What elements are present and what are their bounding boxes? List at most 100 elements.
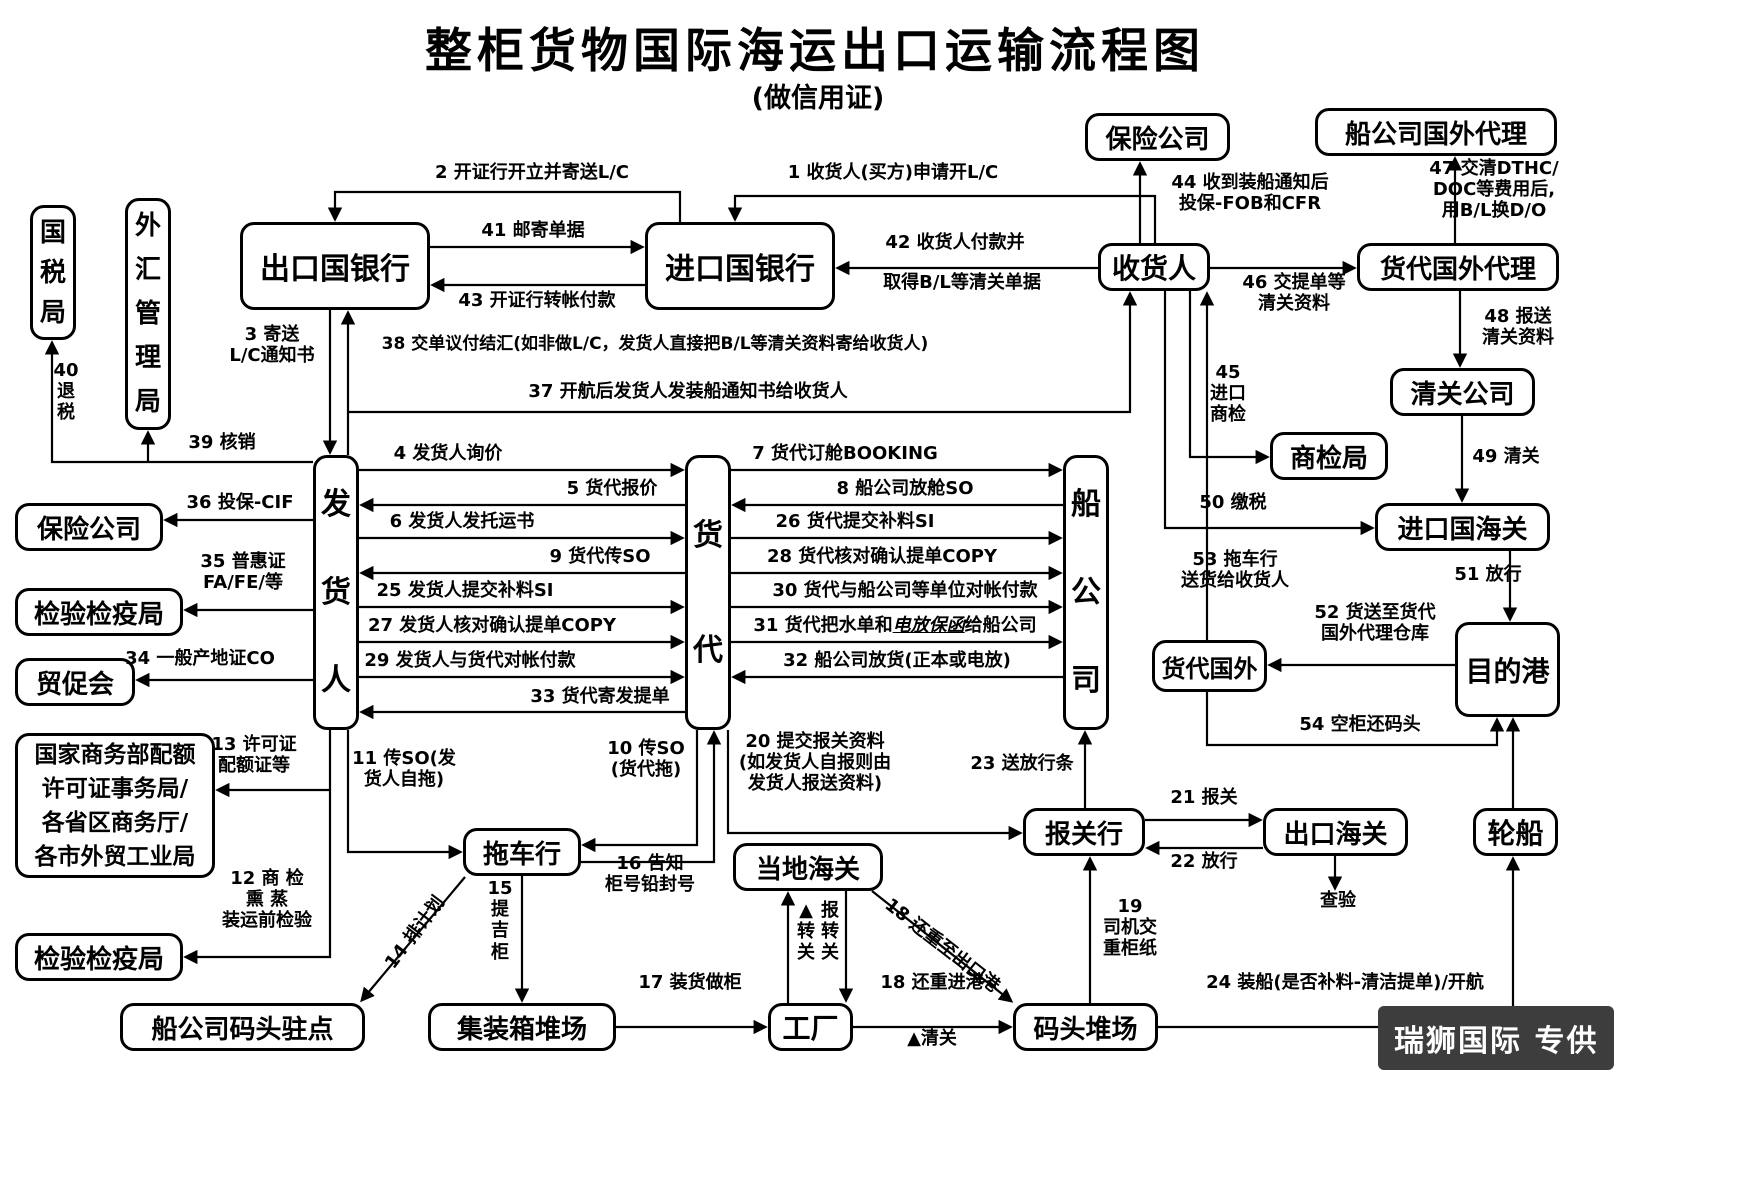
label-flow-45: 45 进口 商检 — [1210, 362, 1246, 426]
label-flow-17: 17 装货做柜 — [638, 972, 742, 993]
node-carrier-foreign-agent: 船公司国外代理 — [1315, 108, 1557, 156]
node-moc-quota-office: 国家商务部配额 许可证事务局/ 各省区商务厅/ 各市外贸工业局 — [15, 733, 215, 878]
label-flow-43: 43 开证行转帐付款 — [458, 290, 616, 311]
label-flow-50: 50 缴税 — [1199, 492, 1267, 513]
arrow-15 — [44, 340, 313, 464]
node-inspection-bottom: 检验检疫局 — [15, 933, 183, 981]
label-flow-38: 38 交单议付结汇(如非做L/C，发货人直接把B/L等清关资料寄给收货人) — [381, 334, 929, 354]
label-flow-15: 15 提 吉 柜 — [487, 878, 513, 963]
label-flow-42b: 取得B/L等清关单据 — [883, 272, 1041, 293]
arrow-36 — [183, 730, 332, 965]
node-export-bank: 出口国银行 — [240, 222, 430, 310]
node-forwarder-foreign: 货代国外 — [1152, 640, 1267, 692]
label-flow-32: 32 船公司放货(正本或电放) — [783, 650, 1011, 671]
node-carrier: 船 公 司 — [1063, 455, 1109, 730]
label-flow-13: 13 许可证 配额证等 — [211, 734, 297, 777]
node-insurance-left: 保险公司 — [15, 503, 163, 551]
label-flow-39: 39 核销 — [188, 432, 256, 453]
node-consignee: 收货人 — [1098, 243, 1210, 291]
label-flow-30: 30 货代与船公司等单位对帐付款 — [772, 580, 1038, 601]
label-flow-54: 54 空柜还码头 — [1299, 714, 1421, 735]
label-flow-3: 3 寄送 L/C通知书 — [229, 324, 315, 367]
node-shipper: 发 货 人 — [313, 455, 359, 730]
node-waihui-admin: 外 汇 管 理 局 — [125, 198, 171, 430]
label-flow-31-part-1: 电放保函 — [892, 615, 965, 636]
node-guoshuiju: 国 税 局 — [30, 205, 76, 340]
label-flow-36: 36 投保-CIF — [186, 492, 294, 513]
label-flow-40: 40 退 税 — [53, 360, 79, 424]
label-note-zhuanguan: ▲ 转 关 — [797, 900, 815, 964]
label-flow-28: 28 货代核对确认提单COPY — [766, 546, 998, 567]
label-flow-27: 27 发货人核对确认提单COPY — [367, 615, 617, 636]
node-local-customs: 当地海关 — [733, 843, 883, 891]
arrow-55 — [360, 876, 466, 1003]
label-flow-26: 26 货代提交补料SI — [775, 511, 935, 532]
node-customs-broker: 报关行 — [1023, 808, 1145, 856]
node-destination-port: 目的港 — [1455, 622, 1560, 717]
page-subtitle: (做信用证) — [751, 83, 885, 114]
watermark-badge: 瑞狮国际 专供 — [1378, 1006, 1615, 1070]
label-flow-6: 6 发货人发托运书 — [389, 511, 535, 532]
node-factory: 工厂 — [768, 1003, 853, 1051]
label-flow-42a: 42 收货人付款并 — [885, 232, 1025, 253]
label-flow-22: 22 放行 — [1170, 851, 1238, 872]
label-flow-49: 49 清关 — [1472, 446, 1540, 467]
node-container-yard: 集装箱堆场 — [428, 1003, 616, 1051]
arrow-1 — [327, 190, 682, 222]
arrow-38 — [581, 730, 699, 853]
label-flow-4: 4 发货人询价 — [393, 443, 503, 464]
node-maocuhui: 贸促会 — [15, 658, 135, 706]
label-flow-52: 52 货送至货代 国外代理仓库 — [1314, 602, 1436, 645]
arrow-50 — [1205, 692, 1505, 747]
label-flow-23: 23 送放行条 — [970, 753, 1074, 774]
label-flow-33: 33 货代寄发提单 — [530, 686, 670, 707]
arrow-14 — [348, 291, 1138, 414]
node-dock-yard: 码头堆场 — [1013, 1003, 1158, 1051]
label-flow-35: 35 普惠证 FA/FE/等 — [200, 551, 286, 594]
arrow-37 — [346, 730, 463, 860]
label-flow-53: 53 拖车行 送货给收货人 — [1181, 549, 1289, 592]
label-note-baozhuanguan: 报 转 关 — [821, 900, 839, 964]
label-flow-46: 46 交提单等 清关资料 — [1242, 272, 1346, 315]
label-note-qingguan: ▲清关 — [907, 1028, 957, 1049]
label-flow-25: 25 发货人提交补料SI — [376, 580, 554, 601]
label-flow-1: 1 收货人(买方)申请开L/C — [787, 162, 999, 183]
label-flow-47: 47 交清DTHC/ DOC等费用后, 用B/L换D/O — [1429, 158, 1559, 222]
arrow-39 — [581, 730, 722, 864]
label-flow-31-part-0: 31 货代把水单和 — [753, 615, 893, 636]
node-trucking: 拖车行 — [463, 828, 581, 876]
label-flow-51: 51 放行 — [1454, 564, 1522, 585]
label-flow-8: 8 船公司放舱SO — [836, 478, 974, 499]
arrow-53 — [1188, 291, 1270, 465]
node-vessel: 轮船 — [1473, 808, 1558, 856]
label-flow-31-part-2: 给船公司 — [964, 615, 1037, 636]
label-flow-20: 20 提交报关资料 (如发货人自报则由 发货人报送资料) — [738, 731, 892, 795]
label-flow-44: 44 收到装船通知后 投保-FOB和CFR — [1171, 172, 1329, 215]
arrow-56 — [871, 890, 1014, 1003]
label-note-chayan: 查验 — [1320, 890, 1356, 911]
label-flow-29: 29 发货人与货代对帐付款 — [364, 650, 576, 671]
label-flow-31: 31 货代把水单和电放保函给船公司 — [753, 615, 1036, 636]
node-shangjianju: 商检局 — [1270, 432, 1388, 480]
label-flow-16: 16 告知 柜号铅封号 — [605, 853, 695, 896]
label-flow-2: 2 开证行开立并寄送L/C — [434, 162, 630, 183]
node-export-customs: 出口海关 — [1263, 808, 1408, 856]
arrow-40 — [726, 730, 1023, 841]
label-flow-48: 48 报送 清关资料 — [1482, 306, 1554, 349]
node-import-bank: 进口国银行 — [645, 222, 835, 310]
page-title: 整柜货物国际海运出口运输流程图 — [425, 24, 1205, 79]
label-flow-37: 37 开航后发货人发装船通知书给收货人 — [528, 381, 848, 402]
node-forwarder-foreign-agent: 货代国外代理 — [1357, 243, 1559, 291]
node-insurance-top: 保险公司 — [1085, 113, 1230, 161]
label-flow-9: 9 货代传SO — [549, 546, 651, 567]
label-flow-19: 19 司机交 重柜纸 — [1103, 896, 1157, 960]
label-flow-12: 12 商 检 熏 蒸 装运前检验 — [222, 868, 312, 932]
label-flow-24: 24 装船(是否补料-清洁提单)/开航 — [1206, 972, 1484, 993]
label-flow-10: 10 传SO (货代拖) — [607, 738, 685, 781]
node-carrier-dock-office: 船公司码头驻点 — [120, 1003, 365, 1051]
label-flow-34: 34 一般产地证CO — [125, 648, 275, 669]
label-flow-21: 21 报关 — [1170, 787, 1238, 808]
label-flow-5: 5 货代报价 — [566, 478, 658, 499]
